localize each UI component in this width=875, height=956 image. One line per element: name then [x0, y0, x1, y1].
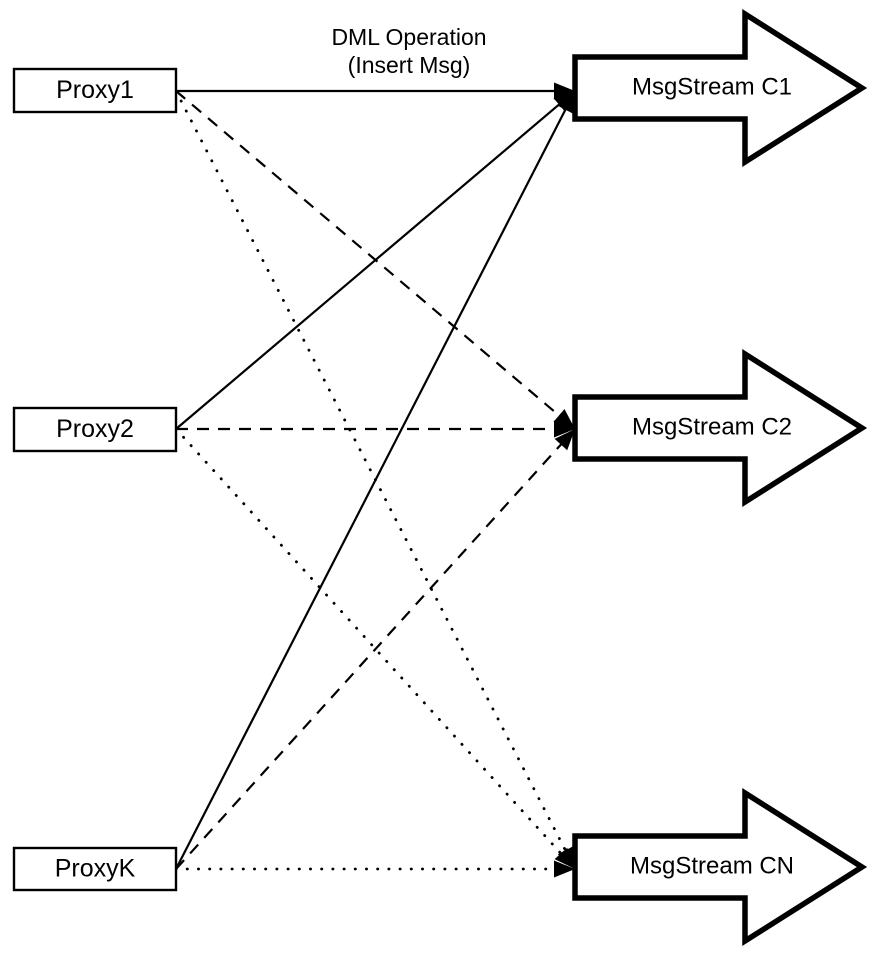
arrowhead-proxy2-to-cn	[554, 847, 575, 869]
arrowhead-proxyk-to-c1	[557, 91, 575, 114]
msgstream-label: MsgStream C2	[632, 413, 792, 440]
edge-proxyk-to-c1	[175, 94, 575, 870]
arrowhead-proxyk-to-c2	[554, 429, 575, 451]
proxy-box-label: Proxy1	[56, 76, 134, 104]
edge-proxy1-to-cn	[174, 89, 575, 867]
edge-arrowheads-layer	[553, 82, 575, 878]
proxy-box-proxyk: ProxyK	[12, 846, 178, 892]
msgstream-label: MsgStream C1	[632, 73, 792, 100]
arrowhead-proxy1-to-c2	[553, 408, 575, 429]
proxy-box-outline	[12, 67, 178, 114]
proxy-box-proxy2: Proxy2	[12, 406, 178, 453]
arrowhead-proxy1-to-c1	[554, 82, 575, 100]
proxy-box-outline	[12, 846, 178, 892]
proxy-box-label: Proxy2	[56, 415, 134, 443]
proxy-box-outline	[12, 406, 178, 453]
msgstream-arrow-msgstream-c2: MsgStream C2	[572, 349, 868, 507]
edge-proxy2-to-c1	[175, 92, 573, 430]
msgstream-arrow-msgstream-cn: MsgStream CN	[572, 788, 868, 946]
edge-proxyk-to-c2	[175, 431, 574, 870]
arrowhead-proxyk-to-cn	[554, 860, 575, 878]
block-arrow-icon	[572, 349, 868, 507]
block-arrow-icon	[572, 788, 868, 946]
msgstream-arrow-msgstream-c1: MsgStream C1	[572, 9, 868, 167]
dml-operation-caption: DML Operation (Insert Msg)	[331, 24, 486, 78]
msgstream-label: MsgStream CN	[630, 852, 794, 879]
block-arrow-icon	[572, 9, 868, 167]
msgstream-arrows-layer: MsgStream C1 MsgStream C2 MsgStream CN	[572, 9, 868, 946]
dml-operation-caption-line1: DML Operation	[331, 24, 486, 50]
edges-layer	[174, 89, 575, 871]
proxy-box-proxy1: Proxy1	[12, 67, 178, 114]
dml-operation-caption-line2: (Insert Msg)	[348, 52, 471, 78]
proxy-box-label: ProxyK	[55, 855, 136, 883]
arrowhead-proxy2-to-c2	[554, 420, 575, 438]
edge-proxy2-to-cn	[174, 427, 574, 868]
edge-proxy1-to-c2	[175, 90, 573, 428]
